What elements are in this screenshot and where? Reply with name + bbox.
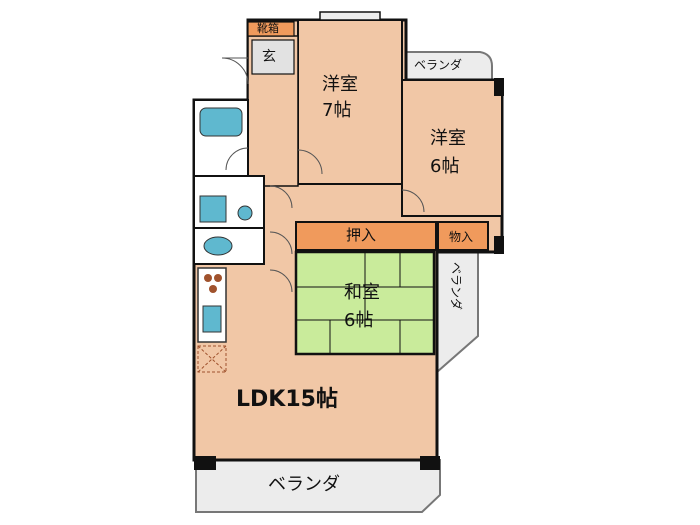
label-oshiire: 押入	[346, 226, 377, 244]
room-size-japanese-6: 6帖	[344, 310, 374, 331]
room-name-japanese-6: 和室	[344, 282, 380, 303]
window-top	[319, 11, 381, 21]
balcony-top-right	[404, 51, 493, 81]
pillars	[194, 78, 504, 470]
kitchen-sink	[202, 305, 222, 333]
room-size-western-7: 7帖	[322, 100, 352, 121]
label-entrance: 玄	[262, 49, 276, 65]
door-arcs	[225, 147, 425, 293]
label-balcony-bottom: ベランダ	[268, 474, 340, 495]
label-monoire: 物入	[449, 230, 474, 244]
label-balcony-side-right: ベランダ	[449, 262, 463, 311]
room-name-western-7: 洋室	[322, 74, 358, 95]
tatami-lines	[296, 252, 434, 354]
entrance-door	[221, 57, 249, 85]
washer	[237, 205, 253, 221]
entrance-floor	[251, 39, 295, 75]
room-name-western-6: 洋室	[430, 128, 466, 149]
toilet	[203, 236, 233, 256]
shoe-box	[247, 21, 295, 37]
oshiire-closet	[295, 221, 437, 251]
monoire-closet	[437, 221, 489, 251]
western-room-6	[401, 79, 503, 217]
label-shoe-box: 靴箱	[257, 22, 279, 35]
fridge-space	[197, 345, 227, 373]
room-label-ldk: LDK15帖	[236, 387, 338, 412]
washbasin	[199, 195, 227, 223]
label-balcony-top-right: ベランダ	[414, 58, 463, 72]
bathtub	[199, 107, 243, 137]
room-size-western-6: 6帖	[430, 156, 460, 177]
